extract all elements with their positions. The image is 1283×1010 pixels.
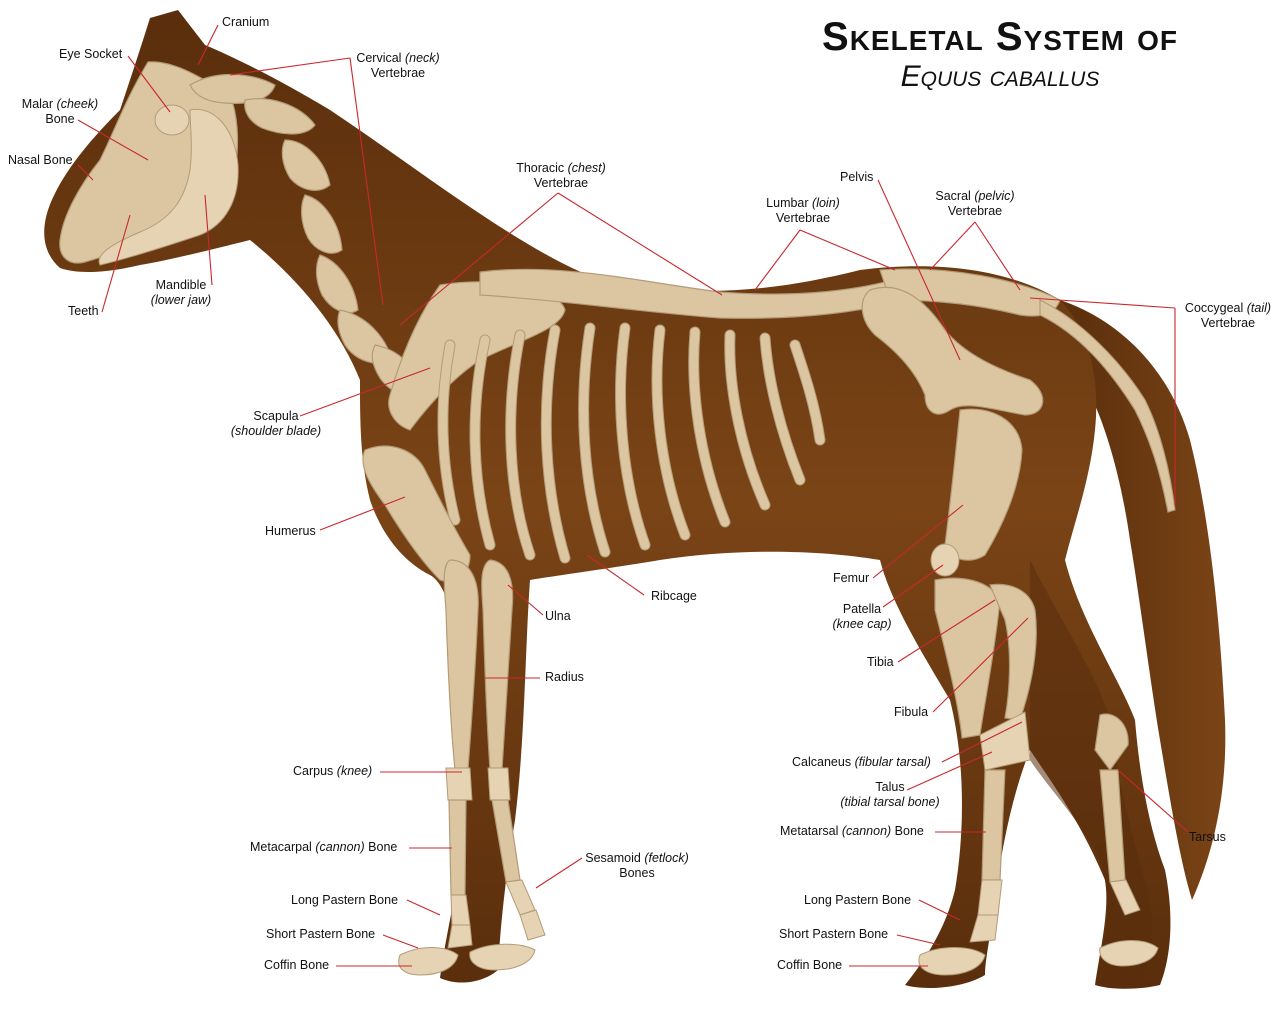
label-thoracic: Thoracic (chest) Vertebrae xyxy=(516,161,606,191)
label-ulna: Ulna xyxy=(545,609,571,624)
label-malar: Malar (cheek) Bone xyxy=(22,97,98,127)
label-coccygeal: Coccygeal (tail) Vertebrae xyxy=(1185,301,1271,331)
label-radius: Radius xyxy=(545,670,584,685)
label-short-pastern-hind: Short Pastern Bone xyxy=(779,927,888,942)
label-tibia: Tibia xyxy=(867,655,894,670)
label-ribcage: Ribcage xyxy=(651,589,697,604)
label-long-pastern-front: Long Pastern Bone xyxy=(291,893,398,908)
label-pelvis: Pelvis xyxy=(840,170,873,185)
label-mandible: Mandible (lower jaw) xyxy=(151,278,211,308)
diagram-title: Skeletal System of Equus caballus xyxy=(770,14,1230,94)
label-calcaneus: Calcaneus (fibular tarsal) xyxy=(792,755,931,770)
label-sesamoid: Sesamoid (fetlock) Bones xyxy=(585,851,689,881)
label-coffin-bone-front: Coffin Bone xyxy=(264,958,329,973)
label-cervical: Cervical (neck) Vertebrae xyxy=(356,51,439,81)
label-patella: Patella (knee cap) xyxy=(832,602,891,632)
label-cranium: Cranium xyxy=(222,15,269,30)
eye-socket-bone xyxy=(155,105,189,135)
label-tarsus: Tarsus xyxy=(1189,830,1226,845)
label-lumbar: Lumbar (loin) Vertebrae xyxy=(766,196,840,226)
label-carpus: Carpus (knee) xyxy=(293,764,372,779)
label-teeth: Teeth xyxy=(68,304,99,319)
label-long-pastern-hind: Long Pastern Bone xyxy=(804,893,911,908)
label-metatarsal: Metatarsal (cannon) Bone xyxy=(780,824,924,839)
label-sacral: Sacral (pelvic) Vertebrae xyxy=(935,189,1014,219)
label-fibula: Fibula xyxy=(894,705,928,720)
label-metacarpal: Metacarpal (cannon) Bone xyxy=(250,840,397,855)
label-eye-socket: Eye Socket xyxy=(59,47,122,62)
label-humerus: Humerus xyxy=(265,524,316,539)
label-short-pastern-front: Short Pastern Bone xyxy=(266,927,375,942)
label-coffin-bone-hind: Coffin Bone xyxy=(777,958,842,973)
label-femur: Femur xyxy=(833,571,869,586)
label-talus: Talus (tibial tarsal bone) xyxy=(840,780,939,810)
title-line-2: Equus caballus xyxy=(770,60,1230,94)
label-nasal-bone: Nasal Bone xyxy=(8,153,73,168)
title-line-1: Skeletal System of xyxy=(770,14,1230,60)
label-scapula: Scapula (shoulder blade) xyxy=(231,409,321,439)
